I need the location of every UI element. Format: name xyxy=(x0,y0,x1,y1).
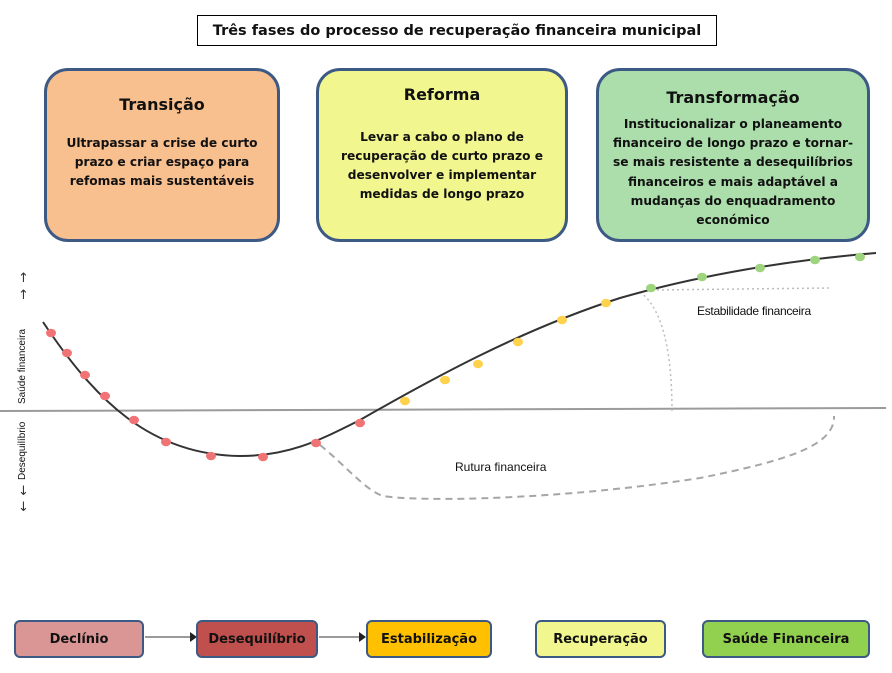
stage-estabilizacao: Estabilização xyxy=(366,620,492,658)
down-arrow-icon: ↓ xyxy=(18,484,29,499)
curve-dot-red xyxy=(161,437,171,447)
baseline-axis xyxy=(0,407,887,412)
rupture-dashed-line xyxy=(319,415,836,500)
curve-dot-green xyxy=(755,263,765,273)
curve-dot-yellow xyxy=(557,315,567,325)
curve-dot-red xyxy=(62,348,72,358)
curve-dot-red xyxy=(355,418,365,428)
down-arrow-icon: ↓ xyxy=(18,500,29,515)
curve-dot-green xyxy=(646,283,656,293)
curve-dot-yellow xyxy=(400,396,410,406)
curve-dot-red xyxy=(311,438,321,448)
stability-dotted-drop xyxy=(639,291,673,413)
phase-description: Institucionalizar o planeamento financei… xyxy=(612,117,854,228)
phase-title: Transição xyxy=(119,95,205,114)
diagram-title: Três fases do processo de recuperação fi… xyxy=(197,15,717,46)
curve-dot-red xyxy=(100,391,110,401)
curve-dot-green xyxy=(855,252,865,262)
up-arrow-icon: ↑ xyxy=(18,271,29,286)
axis-label-imbalance: Desequilíbrio xyxy=(17,421,28,480)
curve-dot-red xyxy=(80,370,90,380)
curve-dot-yellow xyxy=(601,298,611,308)
curve-dot-green xyxy=(810,255,820,265)
phase-title: Transformação xyxy=(666,88,800,107)
phase-description: Levar a cabo o plano de recuperação de c… xyxy=(341,130,543,201)
stage-label: Recuperação xyxy=(553,631,648,647)
arrow-connector xyxy=(319,632,366,642)
stage-declinio: Declínio xyxy=(14,620,144,658)
curve-dot-yellow xyxy=(440,375,450,385)
stage-desequilibrio: Desequilíbrio xyxy=(196,620,318,658)
axis-label-health: Saúde financeira xyxy=(17,328,28,404)
phase-card-transicao: Transição Ultrapassar a crise de curto p… xyxy=(44,68,280,242)
curve-dot-red xyxy=(206,451,216,461)
stage-label: Declínio xyxy=(49,631,109,647)
stage-label: Saúde Financeira xyxy=(722,631,850,647)
stability-dotted-line xyxy=(651,287,831,291)
stage-label: Desequilíbrio xyxy=(208,631,306,647)
rupture-annotation: Rutura financeira xyxy=(455,460,547,474)
curve-dot-green xyxy=(697,272,707,282)
phase-card-reforma: Reforma Levar a cabo o plano de recupera… xyxy=(316,68,568,242)
stability-annotation: Estabilidade financeira xyxy=(697,304,811,318)
arrow-connector xyxy=(145,632,197,642)
curve-dot-yellow xyxy=(513,337,523,347)
stage-label: Estabilização xyxy=(380,631,478,647)
phase-title: Reforma xyxy=(403,85,481,104)
recovery-curve-chart xyxy=(0,252,887,500)
curve-dot-red xyxy=(46,328,56,338)
curve-dot-yellow xyxy=(473,359,483,369)
up-arrow-icon: ↑ xyxy=(18,288,29,303)
phase-card-transformacao: Transformação Institucionalizar o planea… xyxy=(596,68,870,242)
stage-saude-financeira: Saúde Financeira xyxy=(702,620,870,658)
phase-description: Ultrapassar a crise de curto prazo e cri… xyxy=(66,136,258,188)
curve-dot-red xyxy=(258,452,268,462)
curve-dot-red xyxy=(129,415,139,425)
recovery-curve-line xyxy=(42,252,877,458)
stage-recuperacao: Recuperação xyxy=(535,620,666,658)
